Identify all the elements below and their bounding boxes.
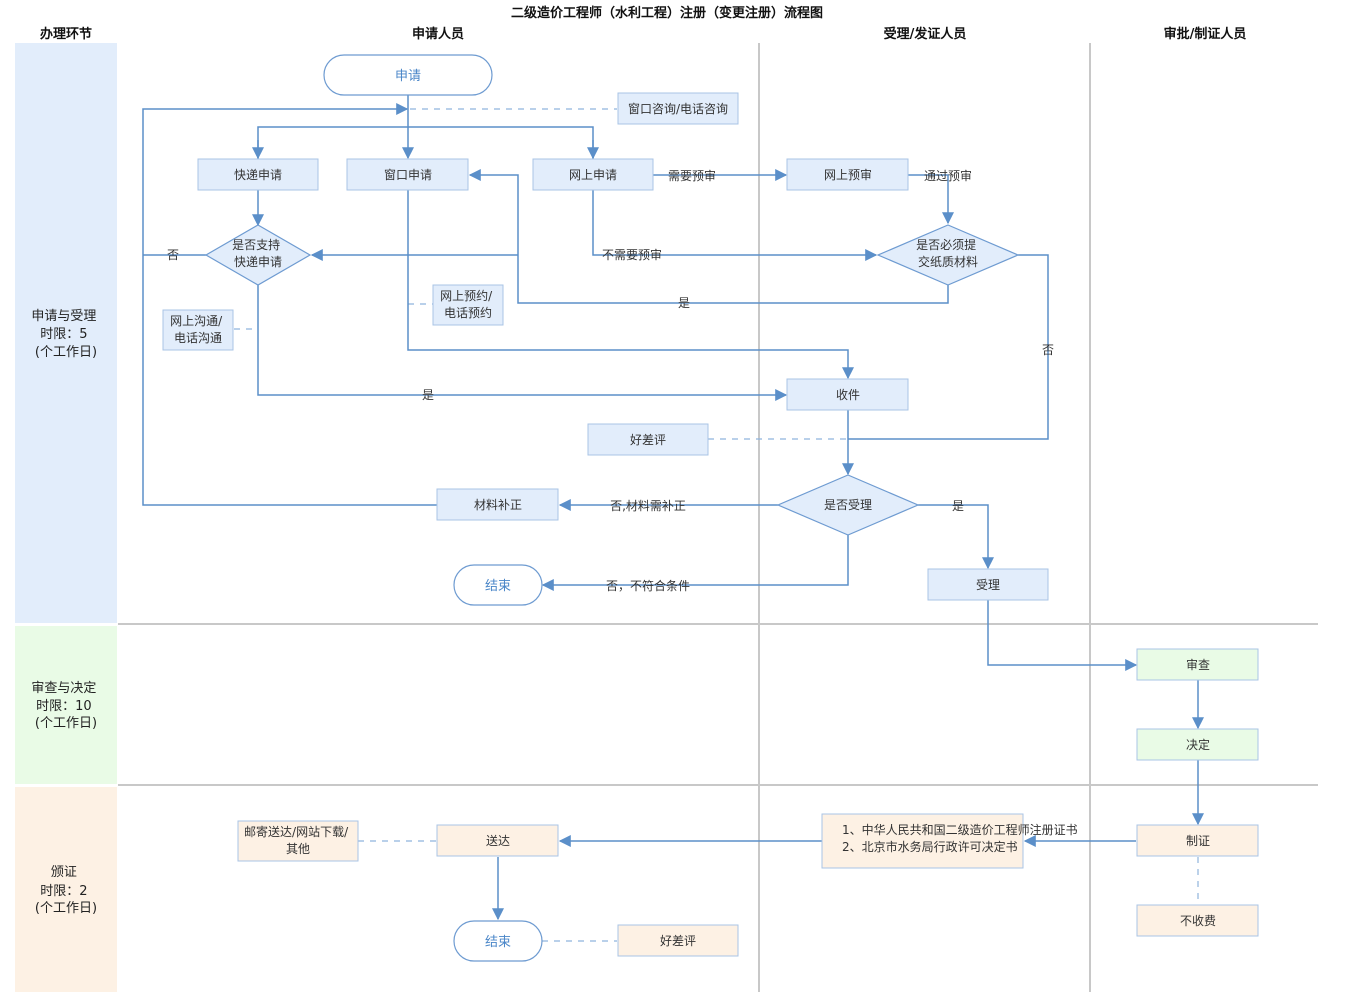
node-certs bbox=[821, 813, 1024, 869]
node-booking-label: 网上预约/ 电话预约 bbox=[440, 288, 496, 320]
phase-3-band bbox=[15, 787, 117, 992]
phase-2-band bbox=[15, 626, 117, 784]
label-yes-paper: 是 bbox=[678, 296, 690, 310]
node-decide-label: 决定 bbox=[1186, 737, 1210, 752]
edge-pass-pre bbox=[908, 174, 954, 225]
node-deliver-ways bbox=[237, 820, 359, 862]
node-end-2 bbox=[453, 920, 543, 962]
node-rating-2 bbox=[617, 924, 739, 957]
node-certify bbox=[1136, 824, 1259, 857]
header-acceptor: 受理/发证人员 bbox=[884, 26, 967, 42]
phase-3-label: 颁证 时限：2 (个工作日) bbox=[35, 865, 97, 916]
header-approver: 审批/制证人员 bbox=[1164, 26, 1247, 42]
node-accept-label: 受理 bbox=[976, 578, 1000, 592]
label-yes-express: 是 bbox=[422, 388, 434, 402]
label-no-1: 否 bbox=[167, 248, 179, 262]
node-window bbox=[346, 158, 469, 191]
node-accept-q-label: 是否受理 bbox=[824, 498, 872, 512]
node-window-label: 窗口申请 bbox=[384, 168, 432, 182]
phase-1-label: 申请与受理 时限：5 (个工作日) bbox=[31, 309, 100, 360]
edge-branch-bar bbox=[257, 126, 594, 159]
node-paper-q bbox=[876, 224, 1020, 286]
node-certify-label: 制证 bbox=[1186, 834, 1210, 848]
node-end-1-label: 结束 bbox=[485, 579, 511, 594]
node-express-label: 快递申请 bbox=[234, 168, 282, 182]
chart-title: 二级造价工程师（水利工程）注册（变更注册）流程图 bbox=[511, 5, 823, 21]
node-consult-label: 窗口咨询/电话咨询 bbox=[628, 101, 728, 116]
label-need-pre: 需要预审 bbox=[668, 168, 716, 183]
node-receive bbox=[786, 378, 909, 411]
node-precheck-label: 网上预审 bbox=[824, 167, 872, 182]
edge-express-yes bbox=[257, 285, 788, 401]
node-certs-label: 1、中华人民共和国二级造价工程师注册证书 2、北京市水务局行政许可决定书 bbox=[842, 822, 1081, 854]
phase-1-band bbox=[15, 43, 117, 623]
label-yes-accept: 是 bbox=[952, 499, 964, 513]
node-online-label: 网上申请 bbox=[569, 168, 617, 182]
edge-no-end bbox=[541, 535, 849, 591]
node-paper-q-label: 是否必须提 交纸质材料 bbox=[916, 237, 980, 269]
node-deliver-label: 送达 bbox=[486, 833, 510, 848]
node-review-label: 审查 bbox=[1186, 657, 1210, 672]
edge-no-pre bbox=[592, 190, 878, 261]
node-express bbox=[197, 158, 319, 191]
node-supplement bbox=[436, 488, 559, 521]
edge-supplement-loop bbox=[142, 103, 437, 506]
node-communicate bbox=[162, 309, 234, 351]
phase-2-label: 审查与决定 时限：10 (个工作日) bbox=[31, 681, 100, 731]
node-accept bbox=[927, 568, 1049, 601]
node-rating-1-label: 好差评 bbox=[630, 433, 666, 447]
label-no-pre: 不需要预审 bbox=[602, 247, 662, 262]
node-end-1 bbox=[453, 564, 543, 606]
node-deliver bbox=[436, 824, 559, 857]
edge-yes-accept bbox=[918, 504, 994, 570]
edge-accept-review bbox=[987, 600, 1138, 671]
node-receive-label: 收件 bbox=[836, 388, 860, 402]
node-express-q bbox=[204, 224, 312, 286]
node-nofee bbox=[1136, 904, 1259, 937]
node-decide bbox=[1136, 728, 1259, 761]
label-no-end: 否，不符合条件 bbox=[606, 578, 690, 593]
edge-paper-yes bbox=[468, 169, 949, 304]
node-supplement-label: 材料补正 bbox=[474, 498, 522, 512]
node-communicate-label: 网上沟通/ 电话沟通 bbox=[170, 314, 226, 345]
node-apply-label: 申请 bbox=[395, 69, 421, 84]
node-nofee-label: 不收费 bbox=[1180, 914, 1216, 928]
node-rating-2-label: 好差评 bbox=[660, 934, 696, 948]
edge-window-receive bbox=[407, 190, 854, 380]
node-apply bbox=[323, 54, 493, 96]
node-booking bbox=[432, 284, 504, 326]
node-express-q-label: 是否支持 快递申请 bbox=[232, 237, 284, 269]
edge-paper-no bbox=[848, 254, 1049, 440]
node-accept-q bbox=[776, 474, 920, 536]
header-stage: 办理环节 bbox=[40, 26, 92, 42]
node-consult bbox=[617, 92, 739, 125]
node-end-2-label: 结束 bbox=[485, 935, 511, 950]
node-deliver-ways-label: 邮寄送达/网站下载/ 其他 bbox=[244, 824, 352, 856]
label-pass-pre: 通过预审 bbox=[924, 168, 972, 183]
header-applicant: 申请人员 bbox=[412, 26, 464, 42]
node-precheck bbox=[786, 158, 909, 191]
node-rating-1 bbox=[587, 423, 709, 456]
label-no-supp: 否,材料需补正 bbox=[610, 499, 686, 513]
node-review bbox=[1136, 648, 1259, 681]
label-no-paper: 否 bbox=[1042, 343, 1054, 357]
node-online bbox=[532, 158, 654, 191]
